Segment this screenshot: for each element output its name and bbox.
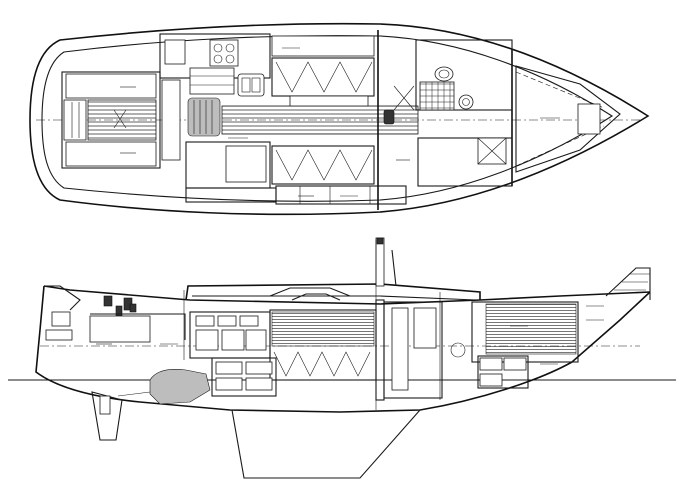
accommodation-plan-view xyxy=(29,22,650,216)
cockpit-seat-profile xyxy=(89,315,151,343)
cabin-house xyxy=(185,283,481,301)
deck-hatch xyxy=(269,287,351,297)
head-compartment xyxy=(415,39,513,111)
plan-labels xyxy=(120,47,560,197)
portlight xyxy=(291,293,341,301)
icebox xyxy=(164,39,186,65)
hanging-locker xyxy=(417,137,513,187)
mast-section xyxy=(383,109,395,125)
main-bulkhead-profile xyxy=(375,299,385,401)
sink-icon xyxy=(237,73,265,97)
lockers-aft-stbd xyxy=(275,185,407,205)
stern-pulpit xyxy=(44,285,81,311)
chart-table xyxy=(225,145,267,183)
stove-icon xyxy=(209,39,239,67)
mast-profile xyxy=(375,237,385,287)
lower-lockers xyxy=(211,357,277,397)
forepeak-locker xyxy=(577,103,601,135)
winch-icon xyxy=(103,295,137,317)
cockpit-seat-port xyxy=(65,73,157,99)
vee-berth xyxy=(515,65,621,173)
galley-drawers xyxy=(189,67,235,95)
plan-hull-outline xyxy=(29,22,650,216)
head-sink xyxy=(458,94,474,110)
bow-pulpit xyxy=(605,267,651,300)
lazarette-hatch xyxy=(63,99,87,141)
engine-block xyxy=(187,97,221,137)
keel xyxy=(231,409,421,479)
head-toilet-icon xyxy=(434,66,454,82)
forward-lockers xyxy=(477,355,529,389)
cockpit-sole xyxy=(87,99,157,141)
inboard-profile-view xyxy=(8,237,676,479)
rudder-heel xyxy=(99,395,111,415)
cockpit-well xyxy=(61,71,161,169)
settee-stbd xyxy=(271,145,375,185)
dinette-table xyxy=(289,95,369,107)
engine-icon xyxy=(193,100,213,134)
settee-stbd-storage xyxy=(275,149,373,181)
head-sole-grate xyxy=(419,81,455,111)
cockpit-coaming xyxy=(90,313,186,340)
head-profile xyxy=(383,301,443,399)
rudder xyxy=(91,391,123,441)
cockpit-seat-stbd xyxy=(65,141,157,167)
profile-hull-outline xyxy=(35,285,651,413)
profile-sheer-line xyxy=(43,285,651,305)
companionway-ladder xyxy=(161,79,181,161)
settee-port-back xyxy=(271,35,375,57)
saloon-storage xyxy=(273,351,371,377)
engine-profile xyxy=(149,369,211,405)
settee-port-storage xyxy=(275,61,373,93)
profile-labels xyxy=(96,305,604,365)
